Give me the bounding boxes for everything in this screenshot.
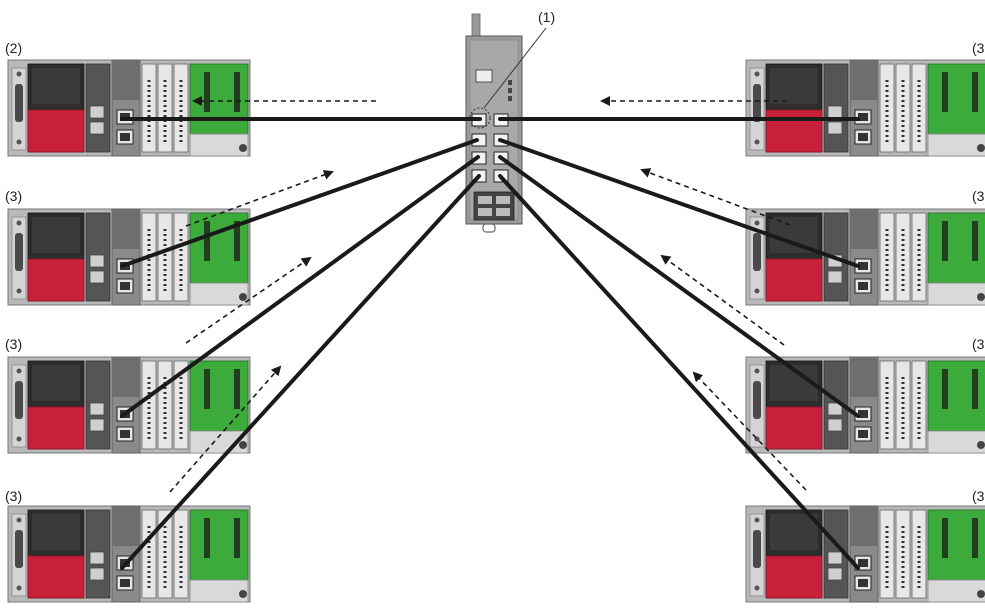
plc-rack-right: [744, 504, 985, 604]
plc-rack-left: [6, 504, 252, 604]
slave-station-label-right-2: (3: [972, 188, 985, 204]
plc-rack-left: [6, 355, 252, 455]
slave-station-label-right-3: (3: [972, 336, 985, 352]
switching-hub: [465, 13, 547, 233]
slave-station-label-left-1: (3): [5, 188, 23, 204]
switch-label: (1): [538, 9, 556, 25]
plc-rack-left: [6, 58, 252, 158]
plc-rack-right: [744, 58, 985, 158]
slave-station-label-right-1: (3: [972, 40, 985, 56]
plc-rack-right: [744, 207, 985, 307]
slave-station-label-right-4: (3: [972, 488, 985, 504]
slave-station-label-left-2: (3): [5, 336, 23, 352]
plc-rack-left: [6, 207, 252, 307]
plc-rack-right: [744, 355, 985, 455]
slave-station-label-left-3: (3): [5, 488, 23, 504]
cables: [120, 117, 860, 570]
master-station-label: (2): [5, 40, 23, 56]
flow-arrows: [169, 96, 807, 493]
